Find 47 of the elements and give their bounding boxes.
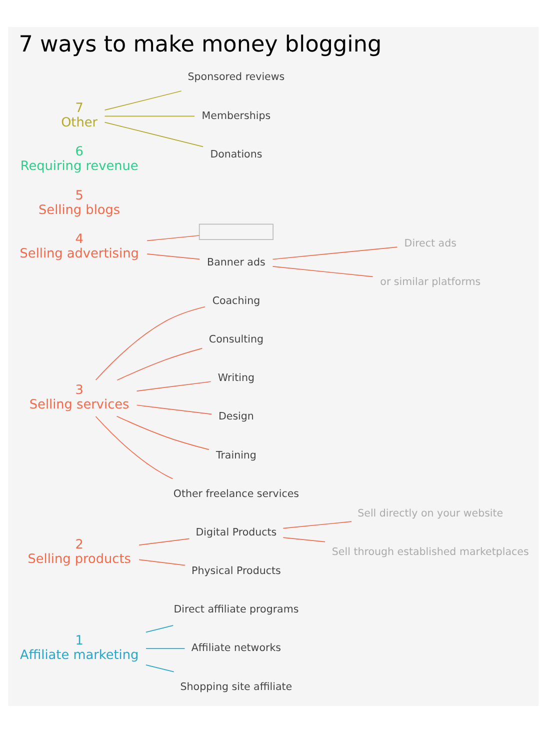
connector bbox=[116, 347, 203, 380]
connector bbox=[138, 558, 186, 566]
connector bbox=[136, 404, 212, 414]
node-text: 7 Other bbox=[61, 100, 98, 130]
node-text: Affiliate networks bbox=[191, 642, 282, 654]
connector bbox=[272, 266, 374, 277]
connector bbox=[146, 664, 174, 672]
connector bbox=[272, 246, 398, 260]
node-text: Physical Products bbox=[192, 564, 281, 577]
connector bbox=[95, 306, 206, 380]
connector bbox=[146, 234, 200, 241]
node-text: Direct ads bbox=[404, 237, 456, 250]
node-text: Shopping site affiliate bbox=[180, 680, 292, 692]
node-text: Sponsored reviews bbox=[188, 70, 285, 83]
node-text: Writing bbox=[218, 372, 255, 384]
diagram-title: 7 ways to make money blogging bbox=[18, 31, 382, 58]
node-box bbox=[198, 223, 274, 240]
connector bbox=[282, 536, 326, 542]
node-text: 2 Selling products bbox=[28, 536, 131, 566]
node-text: Direct affiliate programs bbox=[174, 603, 299, 616]
node-text: Banner ads bbox=[207, 256, 266, 268]
connector bbox=[104, 90, 182, 110]
connector bbox=[95, 416, 174, 479]
connector bbox=[116, 415, 210, 450]
node-text: Training bbox=[216, 448, 256, 461]
connector bbox=[282, 520, 352, 528]
connector bbox=[104, 115, 195, 116]
connector bbox=[146, 253, 200, 260]
connector bbox=[104, 121, 204, 147]
node-text: 5 Selling blogs bbox=[38, 188, 120, 218]
node-text: Memberships bbox=[202, 109, 271, 122]
node-text: 1 Affiliate marketing bbox=[20, 632, 139, 662]
connector bbox=[138, 538, 190, 545]
node-text: Other freelance services bbox=[173, 487, 300, 500]
connector bbox=[146, 624, 174, 632]
node-text: Design bbox=[218, 410, 254, 422]
node-text: Sell through established marketplaces bbox=[332, 546, 529, 558]
connector bbox=[136, 380, 212, 391]
node-text: Digital Products bbox=[196, 526, 277, 538]
node-text: 4 Selling advertising bbox=[20, 232, 139, 262]
node-text: Donations bbox=[210, 148, 262, 160]
node-text: Sell directly on your website bbox=[358, 507, 504, 520]
node-text: Consulting bbox=[208, 333, 264, 346]
node-text: 3 Selling services bbox=[29, 382, 130, 412]
node-text: or similar platforms bbox=[380, 276, 481, 288]
node-text: 6 Requiring revenue bbox=[20, 144, 138, 174]
node-text: Coaching bbox=[212, 294, 260, 306]
